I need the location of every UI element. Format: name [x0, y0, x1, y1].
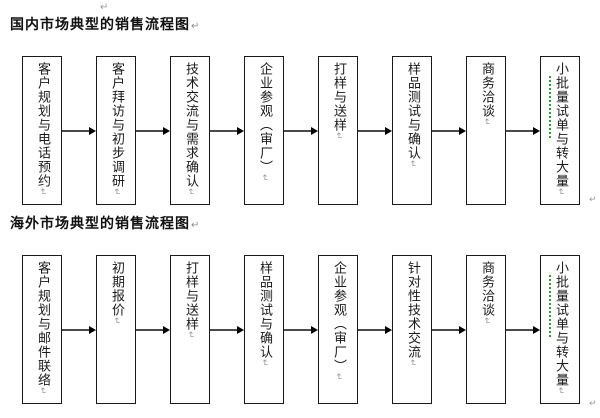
line-break-mark: ↵: [333, 373, 343, 381]
flow-step-label: 客户规划与邮件联络: [35, 261, 50, 387]
flow-step-label: 初期报价: [109, 261, 124, 317]
line-break-mark: ↵: [259, 359, 269, 367]
line-break-mark: ↵: [481, 317, 491, 325]
line-break-mark: ↵: [481, 118, 491, 126]
grammar-squiggle-underline: [549, 76, 551, 138]
line-break-mark: ↵: [111, 188, 121, 196]
flow-step-box: 商务洽谈↵: [466, 255, 506, 404]
flow-step-label: 企业参观（审厂）: [331, 261, 346, 373]
title-text: 海外市场典型的销售流程图: [10, 216, 190, 232]
flow-step-box: 企业参观（审厂）↵: [244, 56, 284, 205]
flow-step-box: 小批量试单与转大量↵: [540, 255, 580, 404]
flow-arrow-icon: [358, 56, 392, 205]
line-break-mark: ↵: [407, 160, 417, 168]
line-break-mark: ↵: [37, 188, 47, 196]
line-break-mark: ↵: [185, 188, 195, 196]
line-break-mark: ↵: [185, 331, 195, 339]
flow-step-label: 小批量试单与转大量: [553, 261, 568, 387]
flow-step-label: 小批量试单与转大量: [553, 62, 568, 188]
flow-step-box: 打样与送样↵: [170, 255, 210, 404]
flow-step-box: 初期报价↵: [96, 255, 136, 404]
line-break-mark: ↵: [111, 317, 121, 325]
flow-arrow-icon: [62, 56, 96, 205]
flow-arrow-icon: [62, 255, 96, 404]
flow-arrow-icon: [358, 255, 392, 404]
line-break-mark: ↵: [555, 188, 565, 196]
flow-step-box: 样品测试与确认↵: [392, 56, 432, 205]
line-break-mark: ↵: [333, 132, 343, 140]
paragraph-mark: ↵: [191, 220, 201, 231]
flow-arrow-icon: [506, 255, 540, 404]
canvas-anchor-mark: ↵: [589, 195, 597, 205]
flow-step-label: 样品测试与确认: [405, 62, 420, 160]
flow-step-label: 样品测试与确认: [257, 261, 272, 359]
flow-step-box: 技术交流与需求确认↵: [170, 56, 210, 205]
flow-step-box: 小批量试单与转大量↵: [540, 56, 580, 205]
flow-arrow-icon: [506, 56, 540, 205]
flow-step-label: 企业参观（审厂）: [257, 62, 272, 174]
flow-arrow-icon: [210, 255, 244, 404]
paragraph-mark: ↵: [191, 21, 201, 32]
flow-step-label: 商务洽谈: [479, 62, 494, 118]
title-text: 国内市场典型的销售流程图: [10, 17, 190, 33]
line-break-mark: ↵: [407, 359, 417, 367]
flow-arrow-icon: [284, 56, 318, 205]
domestic-flowchart-title: 国内市场典型的销售流程图↵: [10, 14, 200, 34]
flow-step-label: 针对性技术交流: [405, 261, 420, 359]
paragraph-mark: ↵: [100, 2, 109, 13]
flow-step-box: 打样与送样↵: [318, 56, 358, 205]
flow-arrow-icon: [432, 255, 466, 404]
line-break-mark: ↵: [555, 387, 565, 395]
flow-step-label: 技术交流与需求确认: [183, 62, 198, 188]
overseas-flowchart-title: 海外市场典型的销售流程图↵: [10, 213, 200, 233]
flow-step-label: 商务洽谈: [479, 261, 494, 317]
flow-arrow-icon: [432, 56, 466, 205]
flow-step-box: 商务洽谈↵: [466, 56, 506, 205]
flow-arrow-icon: [136, 255, 170, 404]
grammar-squiggle-underline: [549, 275, 551, 337]
flow-step-box: 企业参观（审厂）↵: [318, 255, 358, 404]
flow-step-label: 客户规划与电话预约: [35, 62, 50, 188]
flow-step-box: 客户拜访与初步调研↵: [96, 56, 136, 205]
flow-step-label: 打样与送样: [331, 62, 346, 132]
canvas-anchor-mark: ↵: [589, 399, 597, 409]
line-break-mark: ↵: [37, 387, 47, 395]
flow-step-label: 客户拜访与初步调研: [109, 62, 124, 188]
flow-step-box: 客户规划与邮件联络↵: [22, 255, 62, 404]
flow-arrow-icon: [284, 255, 318, 404]
flow-step-label: 打样与送样: [183, 261, 198, 331]
flow-arrow-icon: [210, 56, 244, 205]
domestic-flowchart: 客户规划与电话预约↵ 客户拜访与初步调研↵ 技术交流与需求确认↵ 企业参观（审厂…: [22, 56, 580, 205]
flow-arrow-icon: [136, 56, 170, 205]
overseas-flowchart: 客户规划与邮件联络↵ 初期报价↵ 打样与送样↵ 样品测试与确认↵ 企业参观（审厂…: [22, 255, 580, 404]
flow-step-box: 样品测试与确认↵: [244, 255, 284, 404]
flow-step-box: 客户规划与电话预约↵: [22, 56, 62, 205]
flow-step-box: 针对性技术交流↵: [392, 255, 432, 404]
line-break-mark: ↵: [259, 174, 269, 182]
